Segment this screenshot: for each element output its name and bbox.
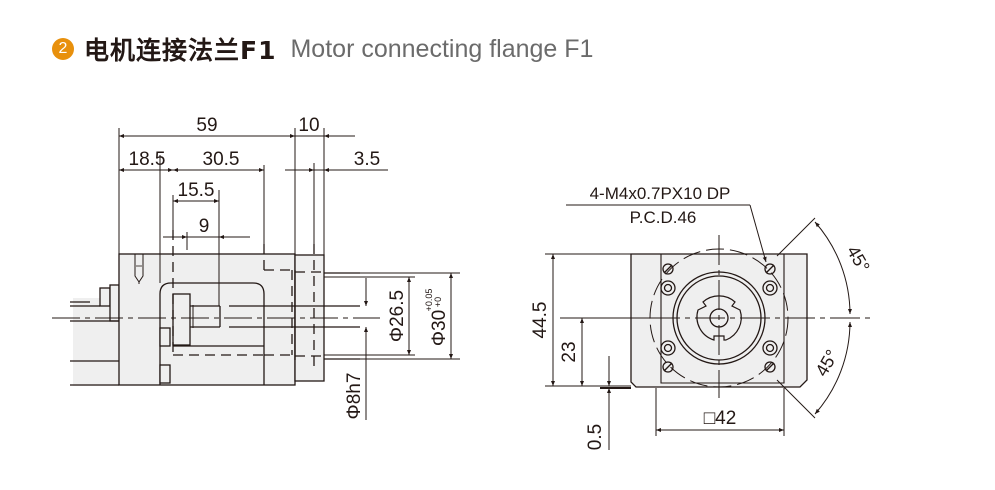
title-english: Motor connecting flange F1 — [290, 34, 594, 63]
label-15-5: 15.5 — [178, 180, 215, 201]
label-23: 23 — [559, 341, 580, 362]
title-chinese: 电机连接法兰F1 — [84, 36, 277, 65]
label-0-5: 0.5 — [585, 424, 606, 450]
label-3-5: 3.5 — [354, 149, 380, 170]
front-view-labels: 4-M4x0.7PX10 DP P.C.D.46 45° 45° 44.5 23… — [530, 184, 874, 450]
section-number-badge: 2 — [52, 38, 74, 60]
label-dia-26-5: Φ26.5 — [387, 290, 408, 342]
front-view-dimensions — [545, 204, 852, 450]
square-plate — [660, 253, 785, 384]
label-10: 10 — [298, 115, 319, 136]
label-tol-lower: +0 — [433, 297, 443, 307]
side-view-dimensions — [119, 134, 460, 420]
thread-leader — [749, 204, 767, 263]
side-view — [52, 128, 380, 386]
section-header: 2 电机连接法兰F1 Motor connecting flange F1 — [52, 29, 593, 69]
label-angle-top: 45° — [843, 242, 874, 276]
side-view-labels: 59 10 18.5 30.5 3.5 15.5 9 Φ26.5 Φ30 +0.… — [129, 115, 450, 419]
label-tol-upper: +0.05 — [424, 289, 434, 312]
label-square-42: □42 — [704, 408, 737, 429]
label-dia-30: Φ30 — [429, 310, 450, 346]
flange-body — [118, 253, 296, 386]
label-thread-spec: 4-M4x0.7PX10 DP — [590, 184, 731, 203]
label-9: 9 — [199, 216, 210, 237]
angle-arc-top — [814, 221, 852, 315]
coupling-profile — [696, 295, 742, 341]
label-59: 59 — [196, 115, 217, 136]
angle-arc-bottom — [814, 321, 852, 415]
label-18-5: 18.5 — [129, 149, 166, 170]
label-pcd: P.C.D.46 — [630, 208, 697, 227]
bolt-holes — [660, 263, 778, 373]
label-44-5: 44.5 — [530, 302, 551, 339]
label-dia-shaft: Φ8h7 — [344, 373, 365, 420]
label-angle-bottom: 45° — [811, 346, 842, 380]
label-30-5: 30.5 — [203, 149, 240, 170]
